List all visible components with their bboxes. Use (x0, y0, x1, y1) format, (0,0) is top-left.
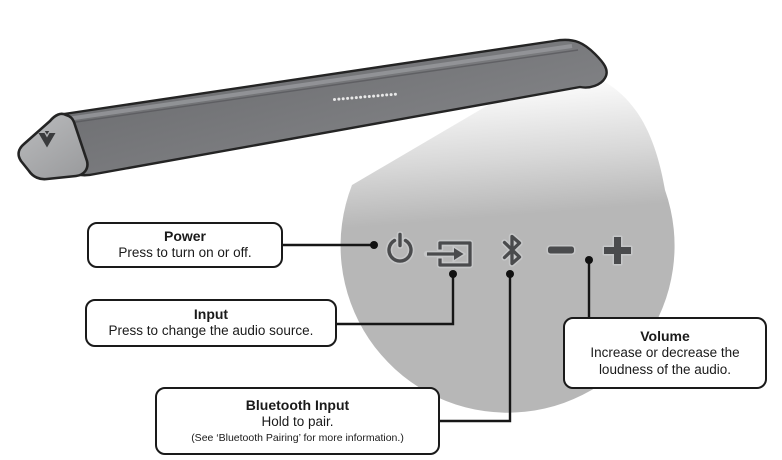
control-buttons (385, 231, 633, 269)
bluetooth-icon (501, 233, 523, 267)
volume-callout-title: Volume (640, 327, 690, 344)
led-dot (337, 97, 341, 101)
led-dot (393, 92, 397, 96)
soundbar (17, 38, 608, 181)
led-dot (367, 95, 371, 98)
led-dot (376, 94, 380, 98)
led-dot (359, 95, 363, 99)
callout-lines (282, 243, 591, 423)
power-callout: Power Press to turn on or off. (87, 222, 283, 268)
led-dot (380, 93, 384, 97)
bluetooth-callout-title: Bluetooth Input (245, 397, 350, 414)
input-callout: Input Press to change the audio source. (85, 299, 337, 347)
power-callout-body: Press to turn on or off. (118, 245, 252, 261)
led-dot (341, 97, 345, 101)
led-dot (354, 96, 358, 100)
volume-callout-body: Increase or decrease the loudness of the… (590, 345, 740, 377)
led-dot (363, 95, 367, 99)
soundbar-top-crease (68, 49, 579, 124)
callout-dots (370, 241, 593, 278)
input-icon (423, 239, 474, 269)
power-callout-dot (370, 241, 378, 249)
bluetooth-callout-body: Hold to pair. (261, 414, 334, 430)
led-dot (350, 96, 354, 100)
bluetooth-callout-dot (506, 270, 514, 278)
bluetooth-callout-note: (See ‘Bluetooth Pairing’ for more inform… (191, 431, 404, 444)
plus-icon (602, 235, 633, 266)
bluetooth-callout: Bluetooth Input Hold to pair. (See ‘Blue… (155, 387, 440, 455)
power-callout-title: Power (163, 228, 206, 245)
led-indicator-dots (333, 92, 397, 101)
input-callout-dot (449, 270, 457, 278)
led-dot (389, 93, 393, 97)
volume-callout-dot (585, 256, 593, 264)
led-dot (333, 98, 336, 101)
bluetooth-callout-line (439, 276, 512, 423)
power-icon (385, 231, 415, 265)
input-callout-title: Input (193, 306, 229, 323)
led-dot (346, 96, 350, 100)
soundbar-endcap (17, 112, 89, 181)
volume-callout: Volume Increase or decrease the loudness… (563, 317, 767, 389)
soundbar-top-bevel (66, 44, 573, 121)
led-dot (372, 94, 376, 98)
minus-icon (546, 245, 576, 255)
input-callout-body: Press to change the audio source. (108, 323, 314, 339)
input-callout-line (336, 276, 455, 326)
vizio-v-logo (38, 131, 56, 148)
led-dot (385, 93, 389, 97)
